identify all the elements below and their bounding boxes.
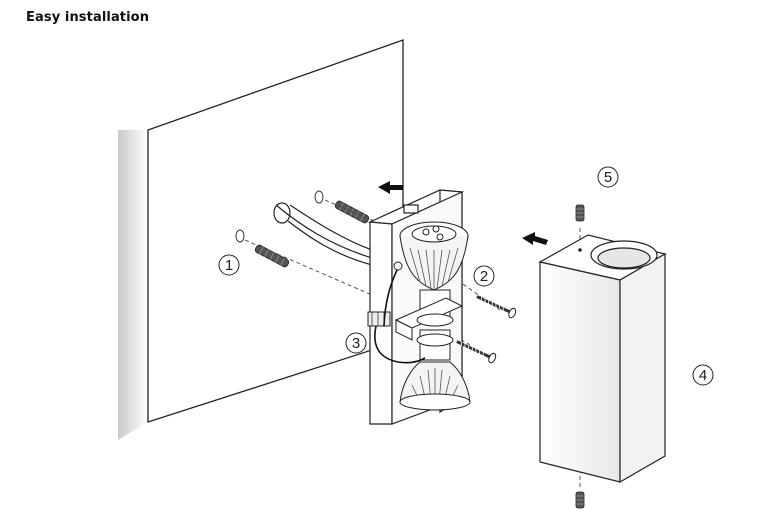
callout-5-label: 5 <box>604 169 612 186</box>
wall-hole <box>235 190 324 243</box>
terminal-block <box>367 311 391 327</box>
callout-4-label: 4 <box>699 367 707 384</box>
callout-2: 2 <box>473 265 495 287</box>
wall <box>118 39 404 440</box>
callout-1-label: 1 <box>225 257 233 274</box>
upper-lamp <box>399 221 469 291</box>
callout-4: 4 <box>692 364 714 386</box>
page-title: Easy installation <box>26 10 150 25</box>
callout-2-label: 2 <box>480 268 488 285</box>
callout-5: 5 <box>597 166 619 188</box>
internal-wires <box>374 261 426 364</box>
callout-3: 3 <box>345 332 367 354</box>
direction-arrow <box>378 181 548 245</box>
callout-3-label: 3 <box>352 335 360 352</box>
power-cable <box>273 202 373 266</box>
callout-1: 1 <box>218 254 240 276</box>
grub-screw <box>575 204 585 509</box>
screw <box>456 295 517 364</box>
lamp-holder <box>394 289 464 361</box>
lamp-housing <box>538 234 667 484</box>
lower-lamp <box>399 361 471 411</box>
